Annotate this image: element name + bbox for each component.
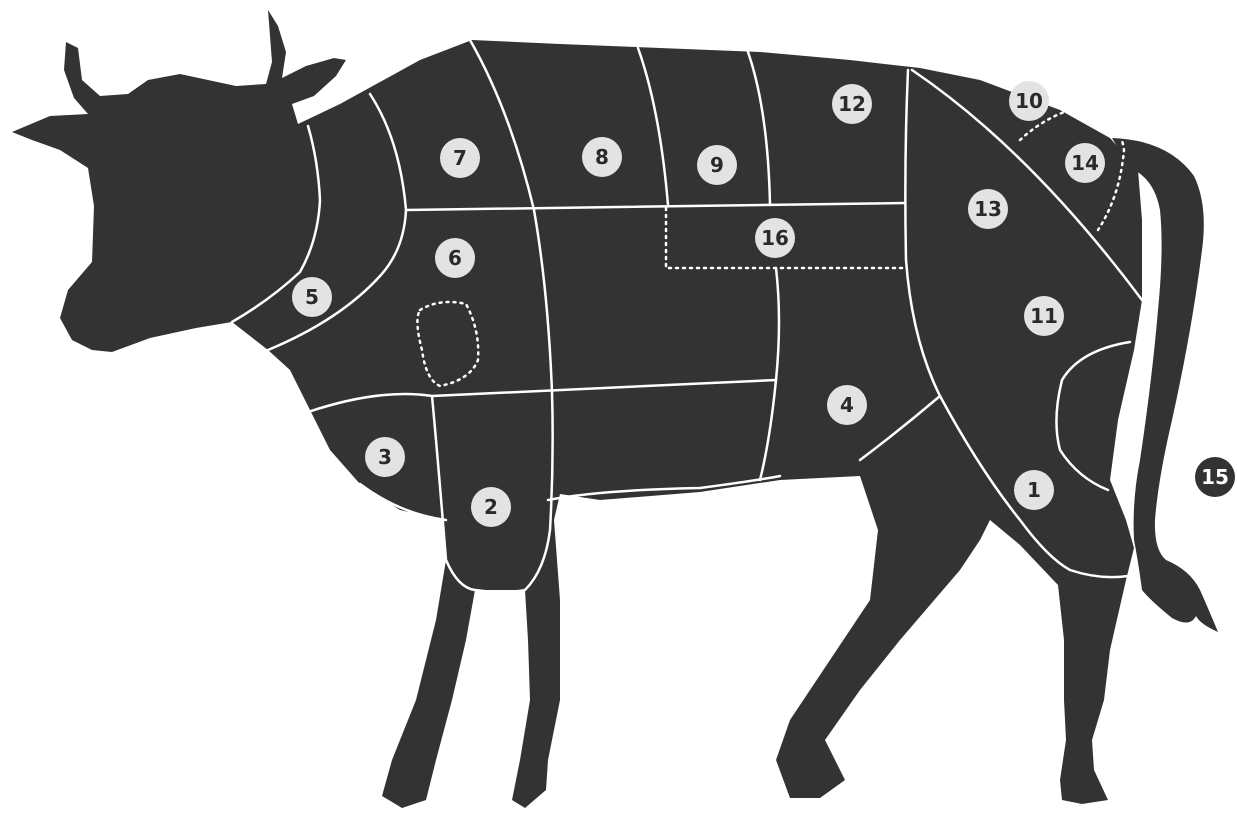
cut-label-14[interactable]: 14 xyxy=(1065,143,1105,183)
cut-label-1[interactable]: 1 xyxy=(1014,470,1054,510)
cut-label-11[interactable]: 11 xyxy=(1024,296,1064,336)
cut-label-13[interactable]: 13 xyxy=(968,189,1008,229)
cut-label-7[interactable]: 7 xyxy=(440,138,480,178)
cut-label-3[interactable]: 3 xyxy=(365,437,405,477)
cut-label-12[interactable]: 12 xyxy=(832,84,872,124)
cut-label-15[interactable]: 15 xyxy=(1195,457,1235,497)
cut-lines xyxy=(230,38,1144,594)
cut-label-5[interactable]: 5 xyxy=(292,277,332,317)
cow-body-silhouette xyxy=(12,10,1218,808)
cut-label-6[interactable]: 6 xyxy=(435,238,475,278)
cut-label-2[interactable]: 2 xyxy=(471,487,511,527)
cut-label-9[interactable]: 9 xyxy=(697,145,737,185)
cut-label-8[interactable]: 8 xyxy=(582,137,622,177)
cut-label-4[interactable]: 4 xyxy=(827,385,867,425)
cut-label-10[interactable]: 10 xyxy=(1009,81,1049,121)
cut-label-16[interactable]: 16 xyxy=(755,218,795,258)
